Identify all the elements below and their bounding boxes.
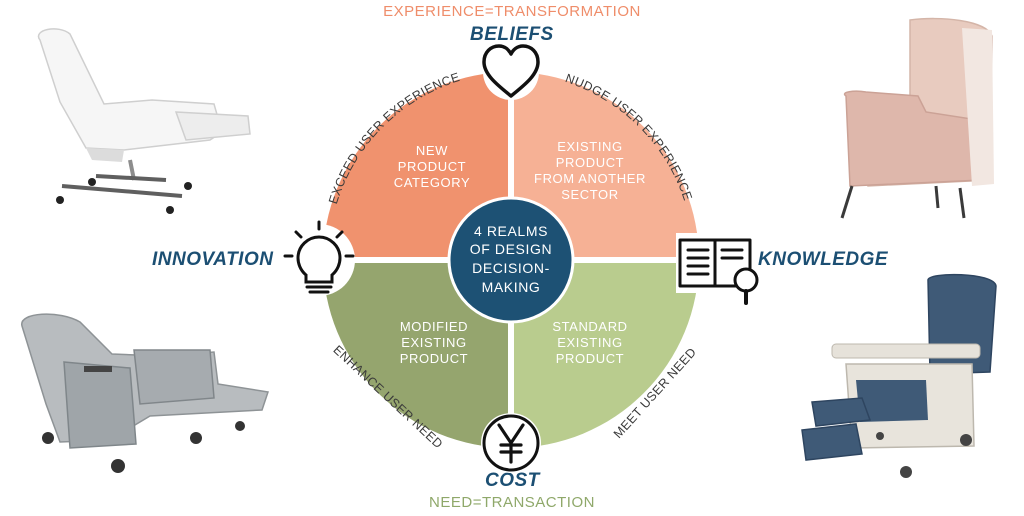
chair-image-white-recliner [37, 28, 251, 214]
chair-image-grey-recliner [21, 313, 269, 473]
br-line-3: PRODUCT [556, 351, 624, 366]
center-line-1: 4 REALMS [474, 223, 548, 239]
yen-coin-icon [481, 413, 541, 473]
tl-line-3: CATEGORY [394, 175, 471, 190]
axis-label-knowledge: KNOWLEDGE [758, 249, 889, 270]
center-line-4: MAKING [482, 279, 541, 295]
tr-line-4: SECTOR [561, 187, 619, 202]
bl-line-2: EXISTING [401, 335, 466, 350]
quadrant-bottom-left [323, 260, 511, 448]
bl-line-1: MODIFIED [400, 319, 468, 334]
axis-label-cost: COST [485, 470, 540, 491]
quadrant-top-left [323, 72, 511, 260]
heart-icon [482, 44, 540, 100]
br-line-2: EXISTING [557, 335, 622, 350]
tl-line-2: PRODUCT [398, 159, 466, 174]
top-caption: EXPERIENCE=TRANSFORMATION [383, 3, 641, 20]
axis-label-innovation: INNOVATION [152, 249, 274, 270]
center-line-2: OF DESIGN [470, 241, 552, 257]
bottom-caption: NEED=TRANSACTION [429, 494, 595, 511]
tr-line-2: PRODUCT [556, 155, 624, 170]
tr-line-3: FROM ANOTHER [534, 171, 646, 186]
chair-image-pink-armchair [840, 17, 994, 219]
tl-line-1: NEW [416, 143, 448, 158]
quadrant-top-right [511, 72, 699, 260]
br-line-1: STANDARD [552, 319, 627, 334]
axis-label-beliefs: BELIEFS [470, 24, 554, 45]
quadrant-bottom-right [511, 260, 699, 448]
center-line-3: DECISION- [472, 260, 550, 276]
lightbulb-icon [283, 220, 355, 296]
tr-line-1: EXISTING [557, 139, 622, 154]
book-magnifier-icon [676, 233, 759, 305]
bl-line-3: PRODUCT [400, 351, 468, 366]
center-circle [447, 196, 575, 324]
chair-image-blue-medical-recliner [801, 273, 997, 478]
